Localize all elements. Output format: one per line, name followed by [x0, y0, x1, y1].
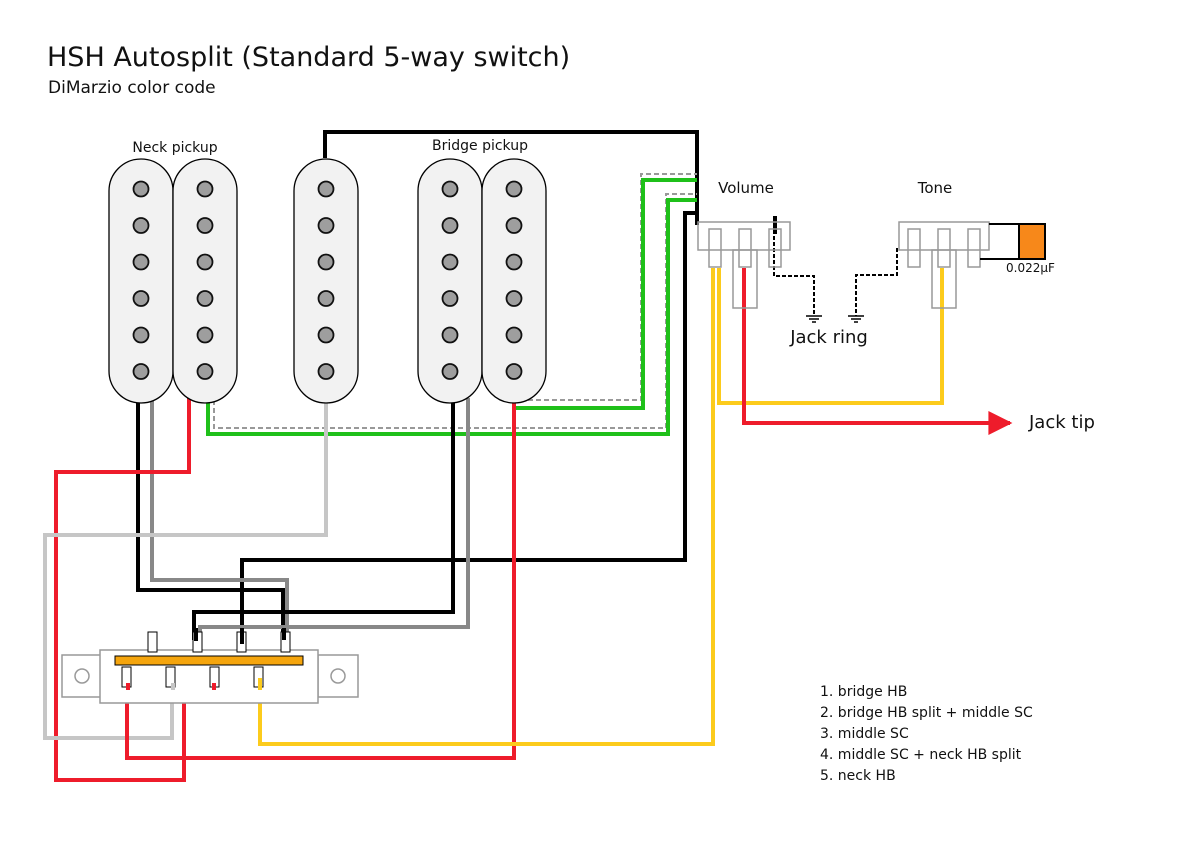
wire-middle-white	[43, 400, 328, 740]
ground-symbol-volume	[806, 315, 822, 323]
middle-single-coil	[293, 158, 359, 404]
pickup-coil	[172, 158, 238, 404]
pole-piece	[505, 290, 523, 307]
wire-tone-ground	[855, 248, 898, 316]
pole-piece	[196, 290, 214, 307]
wire-neck-green	[206, 198, 697, 436]
pole-piece	[132, 253, 150, 271]
pole-piece	[132, 326, 150, 344]
pole-piece	[132, 363, 150, 380]
wire-neck-red	[54, 398, 191, 782]
tone-pot	[898, 221, 990, 309]
pole-piece	[196, 217, 214, 234]
pole-piece	[441, 217, 459, 234]
pole-piece	[317, 363, 335, 380]
wire-jack-tip-red	[742, 268, 1013, 435]
pole-piece	[317, 326, 335, 344]
pole-piece	[505, 363, 523, 380]
pickup-coil	[481, 158, 547, 404]
pole-piece	[317, 290, 335, 307]
pickup-coil	[293, 158, 359, 404]
pole-piece	[441, 326, 459, 344]
five-way-switch	[61, 628, 359, 704]
legend-item: 3. middle SC	[820, 726, 909, 742]
pole-piece	[196, 253, 214, 271]
pole-piece	[317, 253, 335, 271]
wire-bridge-green	[516, 178, 697, 410]
pole-piece	[317, 217, 335, 234]
legend-item: 5. neck HB	[820, 768, 896, 784]
pole-piece	[132, 290, 150, 307]
wire-volume-to-tone-yellow	[717, 268, 944, 405]
pole-piece	[196, 363, 214, 380]
wire-volume-ground	[773, 218, 815, 316]
wire-bridge-red	[125, 403, 516, 760]
legend-item: 4. middle SC + neck HB split	[820, 747, 1022, 763]
legend-item: 2. bridge HB split + middle SC	[820, 705, 1033, 721]
pole-piece	[132, 180, 150, 198]
tone-label: Tone	[917, 179, 953, 197]
pole-piece	[505, 253, 523, 271]
pole-piece	[441, 363, 459, 380]
diagram-title: HSH Autosplit (Standard 5-way switch)	[47, 42, 571, 73]
pole-piece	[441, 180, 459, 198]
wire-neck-black	[136, 400, 285, 640]
neck-humbucker	[108, 158, 238, 404]
pole-piece	[132, 217, 150, 234]
legend-item: 1. bridge HB	[820, 684, 908, 700]
wire-bridge-black	[192, 400, 455, 640]
capacitor-value-label: 0.022µF	[1006, 261, 1055, 275]
pole-piece	[441, 253, 459, 271]
switch-position-legend: 1. bridge HB 2. bridge HB split + middle…	[820, 682, 1033, 787]
wire-volume-to-switch-black	[240, 211, 697, 642]
pole-piece	[196, 326, 214, 344]
pole-piece	[505, 180, 523, 198]
diagram-subtitle: DiMarzio color code	[48, 78, 216, 98]
pole-piece	[505, 217, 523, 234]
jack-ring-label: Jack ring	[789, 327, 868, 348]
ground-symbol-tone	[848, 315, 864, 323]
pole-piece	[505, 326, 523, 344]
neck-pickup-label: Neck pickup	[132, 140, 217, 156]
pole-piece	[196, 180, 214, 198]
volume-label: Volume	[718, 179, 774, 197]
bridge-pickup-label: Bridge pickup	[432, 138, 528, 154]
wire-switch-to-volume-yellow	[258, 268, 715, 746]
jack-tip-label: Jack tip	[1028, 412, 1095, 433]
volume-pot	[697, 221, 791, 309]
pole-piece	[441, 290, 459, 307]
capacitor	[1018, 223, 1046, 260]
bridge-humbucker	[417, 158, 547, 404]
pole-piece	[317, 180, 335, 198]
